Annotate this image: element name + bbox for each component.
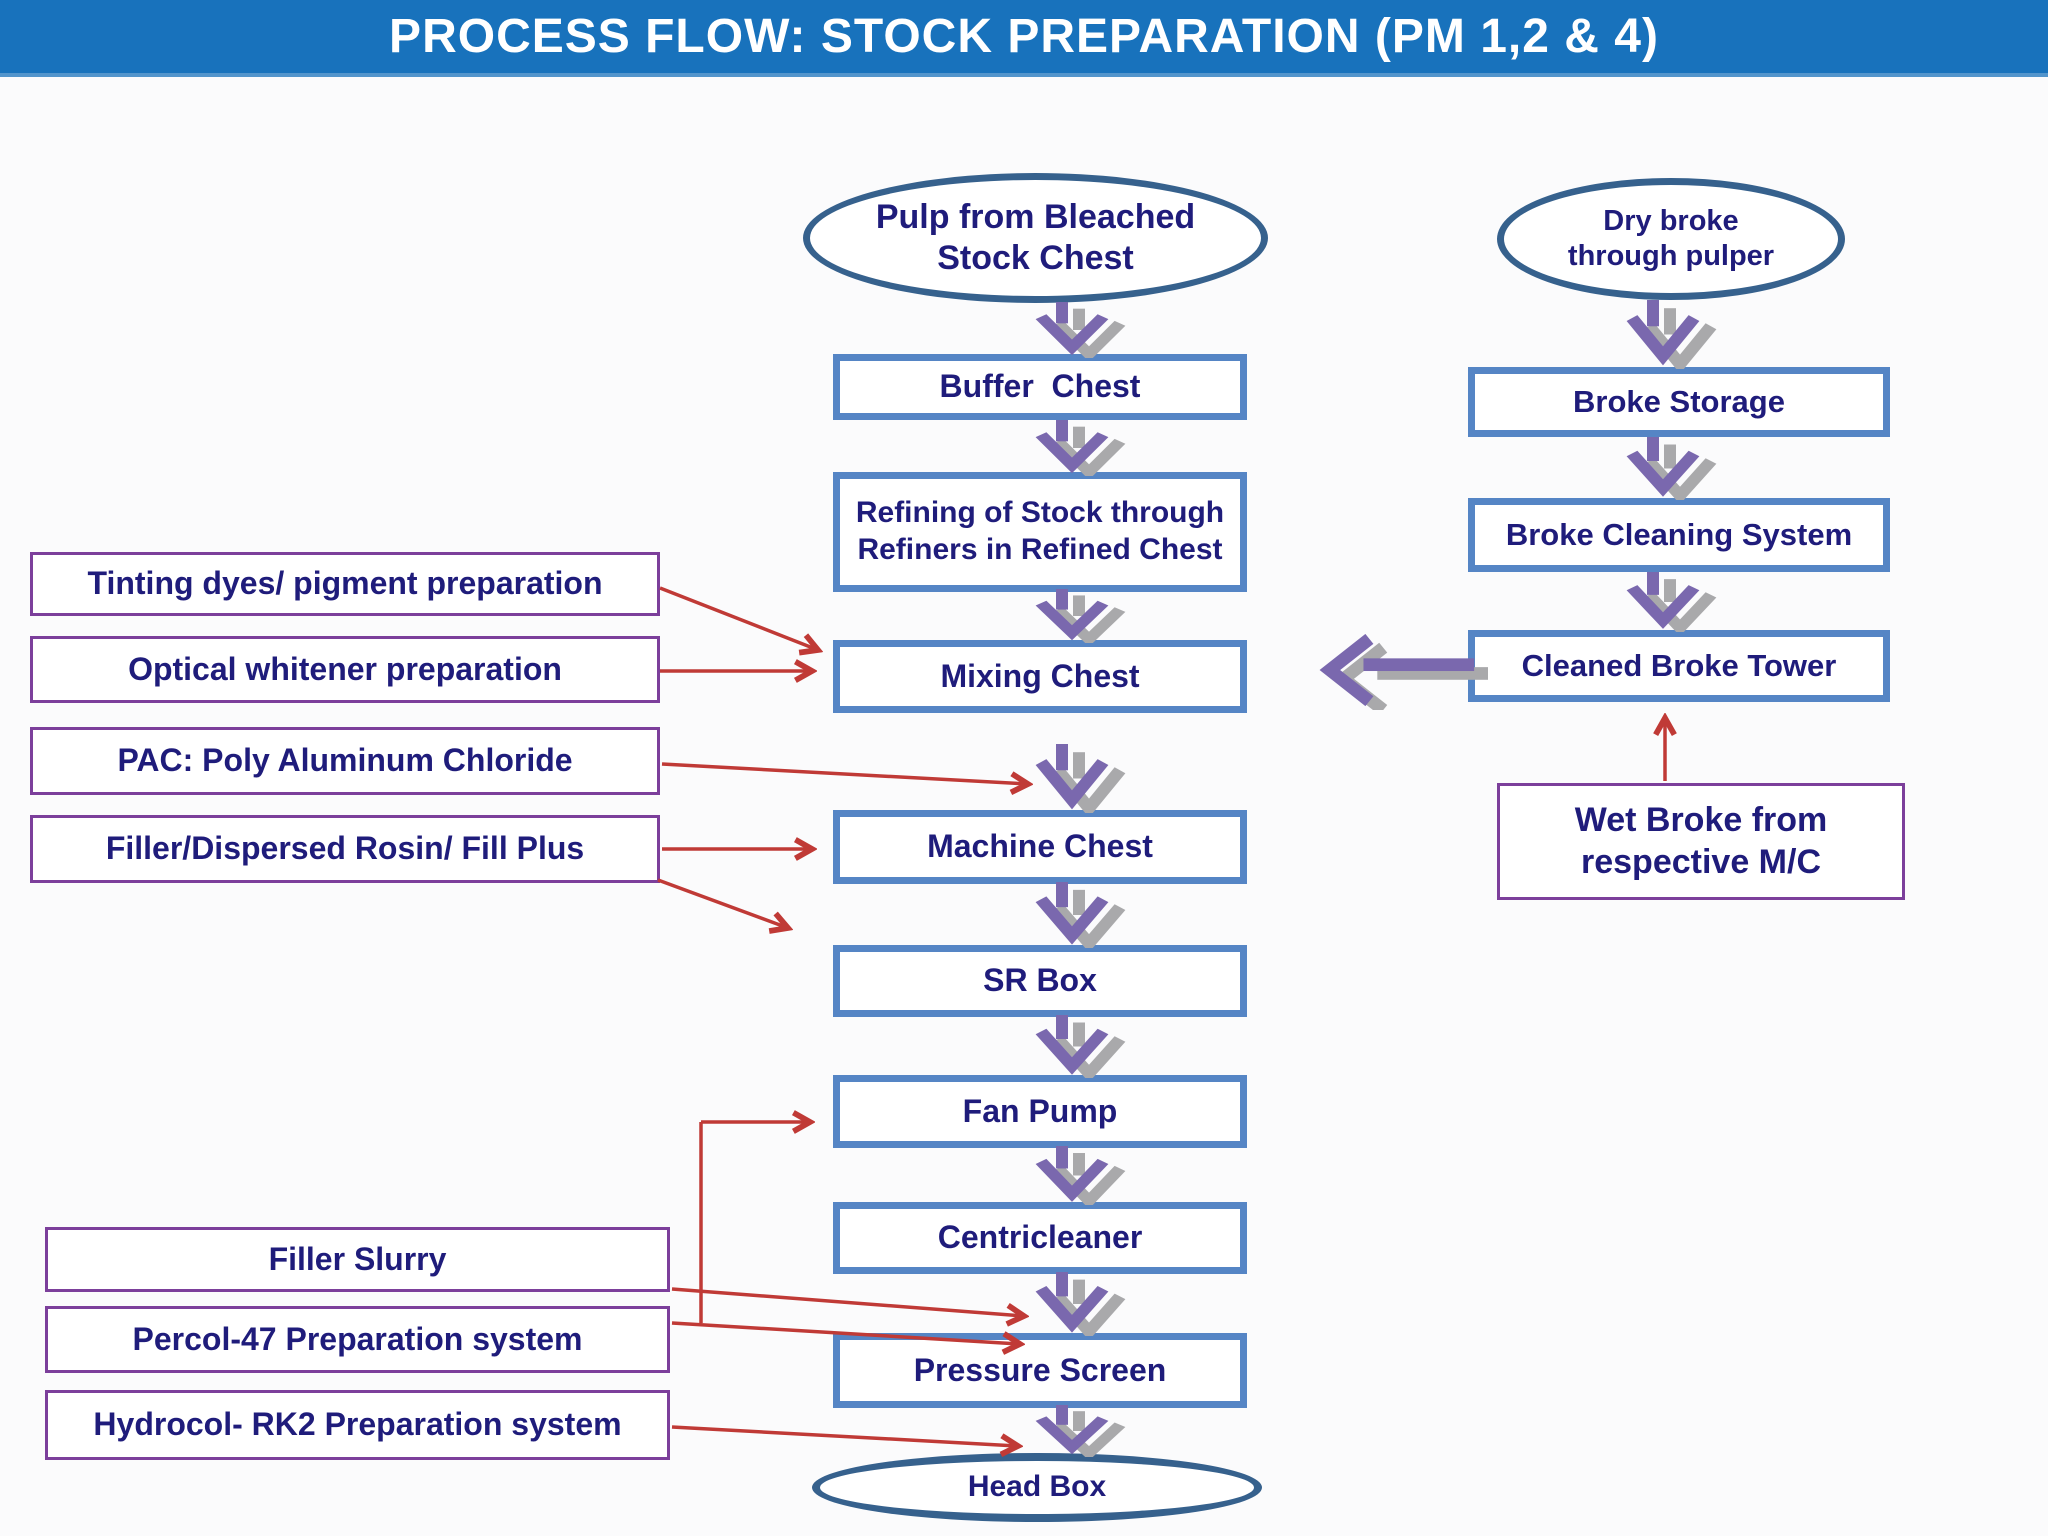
node-label: Hydrocol- RK2 Preparation system xyxy=(93,1406,622,1443)
connector-tinting-to-mixing-chest xyxy=(659,586,818,650)
node-label: Filler Slurry xyxy=(268,1240,447,1277)
node-label: Centricleaner xyxy=(937,1219,1143,1256)
header-bar: PROCESS FLOW: STOCK PREPARATION (PM 1,2 … xyxy=(0,0,2048,77)
node-refining-of-stock: Refining of Stock through Refiners in Re… xyxy=(833,472,1247,592)
connector-pac-to-machine-chest-arrow xyxy=(661,762,1028,784)
down-arrow-icon xyxy=(1622,300,1718,369)
down-arrow-icon xyxy=(1031,302,1127,358)
node-mixing-chest: Mixing Chest xyxy=(833,640,1247,713)
node-label: Dry broke through pulper xyxy=(1567,204,1775,272)
down-arrow-icon xyxy=(1031,589,1127,643)
node-centricleaner: Centricleaner xyxy=(833,1202,1247,1274)
node-percol-47: Percol-47 Preparation system xyxy=(45,1306,670,1373)
node-label: Optical whitener preparation xyxy=(128,650,562,687)
node-label: Percol-47 Preparation system xyxy=(132,1320,583,1357)
node-label: Refining of Stock through Refiners in Re… xyxy=(855,496,1225,566)
node-label: Mixing Chest xyxy=(940,657,1140,694)
node-broke-cleaning-system: Broke Cleaning System xyxy=(1468,498,1890,572)
node-filler-dispersed-rosin: Filler/Dispersed Rosin/ Fill Plus xyxy=(30,815,660,883)
left-arrow-icon xyxy=(1318,634,1488,710)
node-pressure-screen: Pressure Screen xyxy=(833,1333,1247,1408)
node-buffer-chest: Buffer Chest xyxy=(833,354,1247,420)
node-label: Filler/Dispersed Rosin/ Fill Plus xyxy=(105,830,585,867)
down-arrow-icon xyxy=(1031,420,1127,476)
node-pac: PAC: Poly Aluminum Chloride xyxy=(30,727,660,795)
node-pulp-from-bleached-stock-chest: Pulp from Bleached Stock Chest xyxy=(803,173,1268,303)
down-arrow-icon xyxy=(1622,437,1718,500)
down-arrow-icon xyxy=(1622,572,1718,632)
node-label: Buffer Chest xyxy=(939,368,1141,405)
node-label: Pulp from Bleached Stock Chest xyxy=(875,197,1196,277)
node-label: Fan Pump xyxy=(962,1092,1118,1129)
node-label: SR Box xyxy=(983,962,1097,999)
down-arrow-icon xyxy=(1031,1015,1127,1078)
down-arrow-icon xyxy=(1031,744,1127,813)
node-label: Cleaned Broke Tower xyxy=(1521,648,1837,684)
node-dry-broke-through-pulper: Dry broke through pulper xyxy=(1497,178,1845,300)
node-label: PAC: Poly Aluminum Chloride xyxy=(117,742,573,779)
down-arrow-icon xyxy=(1031,1146,1127,1205)
node-label: Broke Storage xyxy=(1573,384,1785,420)
node-label: Broke Cleaning System xyxy=(1505,517,1853,553)
down-arrow-icon xyxy=(1031,882,1127,948)
node-hydrocol-rk2: Hydrocol- RK2 Preparation system xyxy=(45,1390,670,1460)
node-label: Head Box xyxy=(967,1470,1107,1504)
node-cleaned-broke-tower: Cleaned Broke Tower xyxy=(1468,630,1890,702)
node-label: Tinting dyes/ pigment preparation xyxy=(87,565,603,602)
node-label: Machine Chest xyxy=(927,828,1153,865)
node-head-box: Head Box xyxy=(812,1453,1262,1522)
connector-filler-slurry-to-pressure-screen-arrow xyxy=(671,1287,1024,1316)
node-optical-whitener: Optical whitener preparation xyxy=(30,636,660,703)
node-filler-slurry: Filler Slurry xyxy=(45,1227,670,1292)
node-machine-chest: Machine Chest xyxy=(833,810,1247,884)
node-label: Wet Broke from respective M/C xyxy=(1574,801,1828,881)
node-broke-storage: Broke Storage xyxy=(1468,367,1890,437)
node-label: Pressure Screen xyxy=(913,1351,1167,1388)
down-arrow-icon xyxy=(1031,1272,1127,1336)
down-arrow-icon xyxy=(1031,1405,1127,1457)
connector-hydrocol-to-head-box-arrow xyxy=(671,1425,1018,1446)
node-sr-box: SR Box xyxy=(833,945,1247,1017)
page-title: PROCESS FLOW: STOCK PREPARATION (PM 1,2 … xyxy=(389,10,1659,63)
node-fan-pump: Fan Pump xyxy=(833,1075,1247,1148)
node-wet-broke: Wet Broke from respective M/C xyxy=(1497,783,1905,900)
node-tinting-dyes: Tinting dyes/ pigment preparation xyxy=(30,552,660,616)
connector-filler-rosin-to-sr-box xyxy=(657,878,788,928)
